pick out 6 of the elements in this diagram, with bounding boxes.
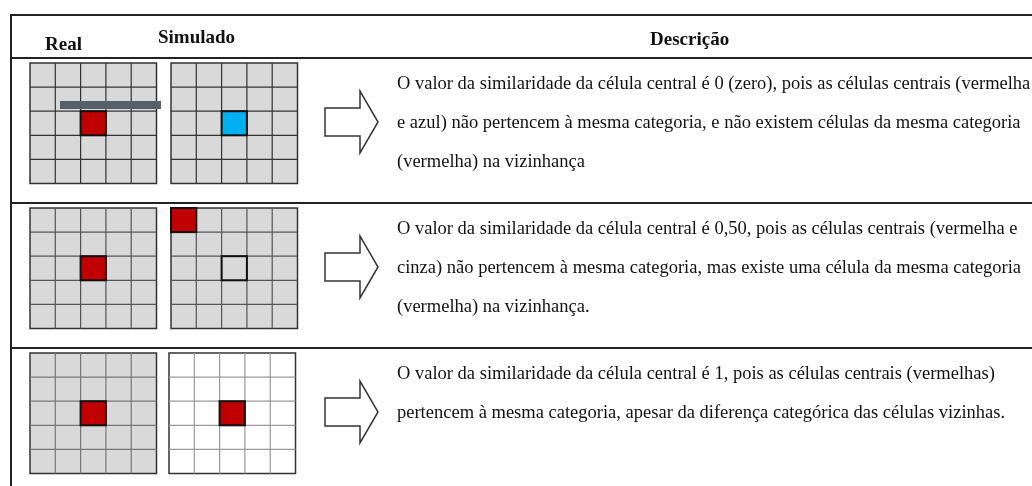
- description-text: O valor da similaridade da célula central é 0 (zero), pois as células centrais (vermelha e azul) não pertencem à mesma categoria, e não existem células da mesma categoria (vermelha) na vizinhança: [397, 72, 1032, 173]
- description-text: O valor da similaridade da célula central é 1, pois as células centrais (vermelhas) pertencem à mesma categoria, apesar da diferença categórica das células vizinhas.: [397, 362, 1007, 424]
- column-header: Real: [45, 33, 82, 55]
- column-header: Descrição: [650, 28, 730, 50]
- column-header: Simulado: [158, 26, 236, 48]
- description-text: O valor da similaridade da célula central é 0,50, pois as células centrais (vermelha e cinza) não pertencem à mesma categoria, mas existe uma célula da mesma categoria (vermelha) na vizinhança.: [397, 217, 1023, 318]
